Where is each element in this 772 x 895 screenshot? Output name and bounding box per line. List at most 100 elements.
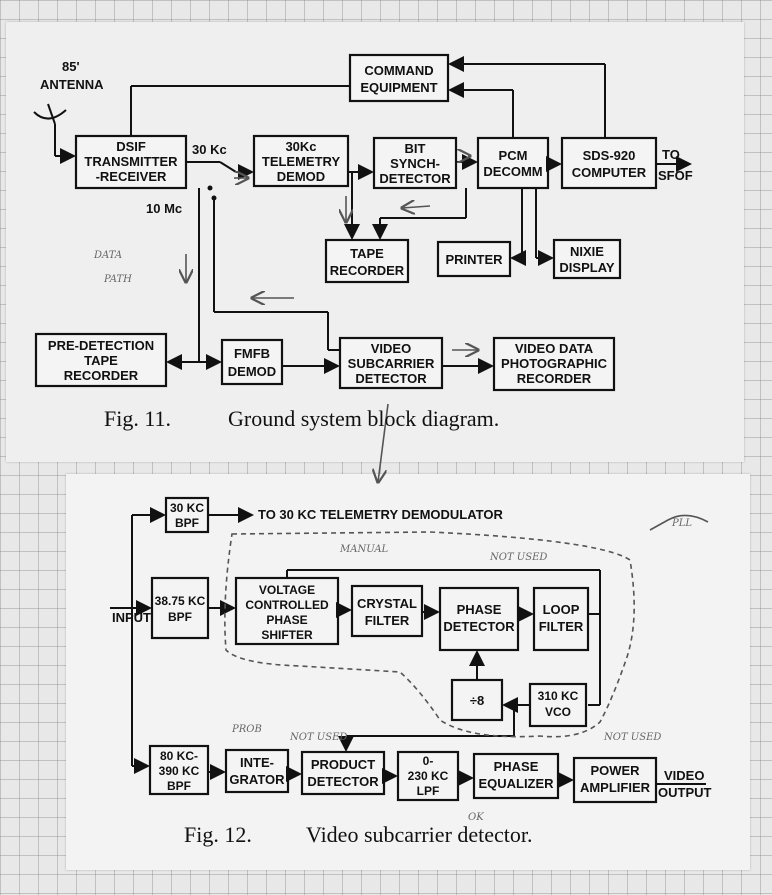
printer-box	[436, 240, 512, 278]
power-label-2: AMPLIFIER	[580, 780, 651, 795]
hand-note-not-used-3: NOT USED	[603, 732, 661, 743]
fig12-caption-number: Fig. 12.	[184, 822, 252, 847]
bpf30-label-2: BPF	[175, 516, 199, 530]
fmfb-label-2: DEMOD	[228, 364, 276, 379]
predet-label-3: RECORDER	[64, 368, 139, 383]
telemetry-demod-box	[252, 134, 350, 188]
bpf3875-label-2: BPF	[168, 610, 192, 624]
vcps-label-4: SHIFTER	[261, 628, 313, 642]
to-sfof-label-1: TO	[662, 147, 680, 162]
pll-pencil-outline	[224, 531, 635, 738]
bpf80-label-3: BPF	[167, 779, 191, 793]
vcps-label-2: CONTROLLED	[245, 598, 329, 612]
videosub-label-1: VIDEO	[371, 341, 411, 356]
dsif-label-3: -RECEIVER	[96, 169, 167, 184]
label-10mc: 10 Mc	[146, 201, 182, 216]
fig11-caption-title: Ground system block diagram.	[228, 406, 499, 431]
pcm-label-2: DECOMM	[483, 164, 542, 179]
videodata-label-1: VIDEO DATA	[515, 341, 594, 356]
product-label-1: PRODUCT	[311, 757, 375, 772]
hand-note-prob: PROB	[231, 724, 262, 735]
integrator-label-2: GRATOR	[229, 772, 285, 787]
telemetry-label-1: 30Kc	[285, 139, 316, 154]
fig12-wiring	[110, 507, 706, 788]
vcps-label-3: PHASE	[266, 613, 307, 627]
telemetry-label-2: TELEMETRY	[262, 154, 341, 169]
vco-310kc-box	[528, 682, 588, 728]
video-data-photographic-recorder-box	[492, 336, 616, 392]
loop-label-1: LOOP	[543, 602, 580, 617]
phase-detector-box	[438, 586, 520, 652]
lpf-label-2: 230 KC	[408, 769, 449, 783]
hand-note-not-used-1: NOT USED	[489, 552, 547, 563]
integrator-label-1: INTE-	[240, 755, 274, 770]
hand-note-pll: PLL	[671, 518, 692, 529]
nixie-label-1: NIXIE	[570, 244, 604, 259]
hand-note-not-used-2: NOT USED	[289, 732, 347, 743]
videodata-label-3: RECORDER	[517, 371, 592, 386]
video-subcarrier-detector-box	[338, 336, 444, 390]
printer-label: PRINTER	[445, 252, 503, 267]
pre-detection-tape-recorder-box	[34, 332, 168, 388]
videosub-label-3: DETECTOR	[355, 371, 427, 386]
telemetry-label-3: DEMOD	[277, 169, 325, 184]
phasedet-label-2: DETECTOR	[443, 619, 515, 634]
power-label-1: POWER	[590, 763, 640, 778]
label-30kc: 30 Kc	[192, 142, 227, 157]
bitsynch-label-2: SYNCH-	[390, 156, 440, 171]
tape-label-1: TAPE	[350, 246, 384, 261]
video-output-label-2: OUTPUT	[658, 785, 712, 800]
lpf-label-1: 0-	[423, 754, 434, 768]
fmfb-label-1: FMFB	[234, 346, 270, 361]
product-label-2: DETECTOR	[307, 774, 379, 789]
div8-label: ÷8	[470, 693, 484, 708]
bpf30-label-1: 30 KC	[170, 501, 204, 515]
antenna-label: ANTENNA	[40, 77, 104, 92]
fig11-ground-system: 85' ANTENNA COMMAND EQUIPMENT DSIF TRANS…	[33, 53, 693, 482]
hand-note-path: PATH	[103, 274, 132, 285]
bpf-80-390kc-box	[148, 744, 210, 796]
pcm-label-1: PCM	[499, 148, 528, 163]
fig12-video-subcarrier: 30 KC BPF TO 30 KC TELEMETRY DEMODULATOR…	[110, 496, 712, 847]
hand-note-ok: OK	[468, 812, 484, 823]
nixie-display-box	[552, 238, 622, 280]
tape-label-2: RECORDER	[330, 263, 405, 278]
antenna-label-85: 85'	[62, 59, 80, 74]
command-label-2: EQUIPMENT	[360, 80, 437, 95]
fig12-caption-title: Video subcarrier detector.	[306, 822, 533, 847]
divide-by-8-box	[450, 678, 504, 722]
nixie-label-2: DISPLAY	[559, 260, 614, 275]
pll-pencil-pointer	[649, 514, 709, 531]
voltage-controlled-phase-shifter-box	[234, 576, 340, 646]
to-sfof-label-2: SFOF	[658, 168, 693, 183]
sds-label-1: SDS-920	[583, 148, 636, 163]
fig11-caption-number: Fig. 11.	[104, 406, 171, 431]
dsif-label-2: TRANSMITTER	[84, 154, 178, 169]
videosub-label-2: SUBCARRIER	[348, 356, 435, 371]
fmfb-demod-box	[220, 338, 284, 386]
phasedet-label-1: PHASE	[457, 602, 502, 617]
hand-note-manual: MANUAL	[339, 544, 389, 555]
command-equipment-box	[348, 53, 450, 103]
phaseeq-label-2: EQUALIZER	[478, 776, 554, 791]
vco-label-1: 310 KC	[538, 689, 579, 703]
bitsynch-label-3: DETECTOR	[379, 171, 451, 186]
crystal-label-2: FILTER	[365, 613, 410, 628]
crystal-filter-box	[350, 584, 424, 638]
fig11-wiring	[130, 56, 692, 374]
command-label-1: COMMAND	[364, 63, 433, 78]
bitsynch-label-1: BIT	[405, 141, 426, 156]
bpf-38-75kc-box	[150, 576, 210, 640]
power-amplifier-box	[572, 756, 658, 804]
lpf-label-3: LPF	[417, 784, 440, 798]
fig11-pen-annotations	[186, 156, 478, 482]
to-30kc-telemetry-label: TO 30 KC TELEMETRY DEMODULATOR	[258, 507, 503, 522]
bpf80-label-1: 80 KC-	[160, 749, 198, 763]
crystal-label-1: CRYSTAL	[357, 596, 417, 611]
integrator-box	[224, 748, 290, 794]
pcm-decomm-box	[476, 136, 550, 190]
phaseeq-label-1: PHASE	[494, 759, 539, 774]
predet-label-1: PRE-DETECTION	[48, 338, 154, 353]
bpf80-label-2: 390 KC	[159, 764, 200, 778]
